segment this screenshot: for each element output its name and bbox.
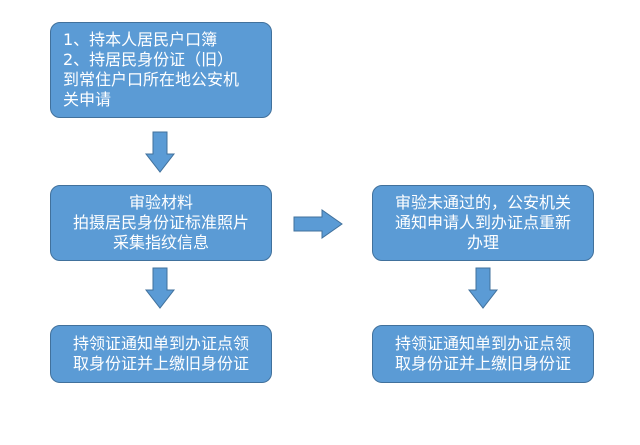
fail-box: 审验未通过的，公安机关 通知申请人到办证点重新 办理: [372, 185, 594, 261]
step1-line-2: 2、持居民身份证（旧）: [63, 50, 234, 69]
step3-left-box: 持领证通知单到办证点领 取身份证并上缴旧身份证: [50, 325, 272, 383]
fail-line-1: 审验未通过的，公安机关: [394, 193, 571, 212]
fail-line-3: 办理: [466, 233, 499, 252]
right-arrow-icon: [293, 209, 343, 239]
step3-right-line-2: 取身份证并上缴旧身份证: [394, 354, 571, 373]
step2-box: 审验材料 拍摄居民身份证标准照片 采集指纹信息: [50, 185, 272, 261]
step1-line-1: 1、持本人居民户口簿: [63, 30, 218, 49]
step3-left-line-2: 取身份证并上缴旧身份证: [72, 354, 249, 373]
step3-left-line-1: 持领证通知单到办证点领: [72, 334, 249, 353]
step1-line-3: 到常住户口所在地公安机: [63, 70, 240, 89]
down-arrow-icon: [144, 267, 176, 309]
step2-line-2: 拍摄居民身份证标准照片: [72, 213, 249, 232]
step1-box: 1、持本人居民户口簿 2、持居民身份证（旧） 到常住户口所在地公安机 关申请: [50, 22, 272, 118]
down-arrow-icon: [467, 267, 499, 309]
step2-line-3: 采集指纹信息: [112, 233, 209, 252]
fail-line-2: 通知申请人到办证点重新: [394, 213, 571, 232]
down-arrow-icon: [144, 131, 176, 173]
step1-line-4: 关申请: [63, 90, 112, 109]
step3-right-box: 持领证通知单到办证点领 取身份证并上缴旧身份证: [372, 325, 594, 383]
step3-right-line-1: 持领证通知单到办证点领: [394, 334, 571, 353]
step2-line-1: 审验材料: [128, 193, 193, 212]
